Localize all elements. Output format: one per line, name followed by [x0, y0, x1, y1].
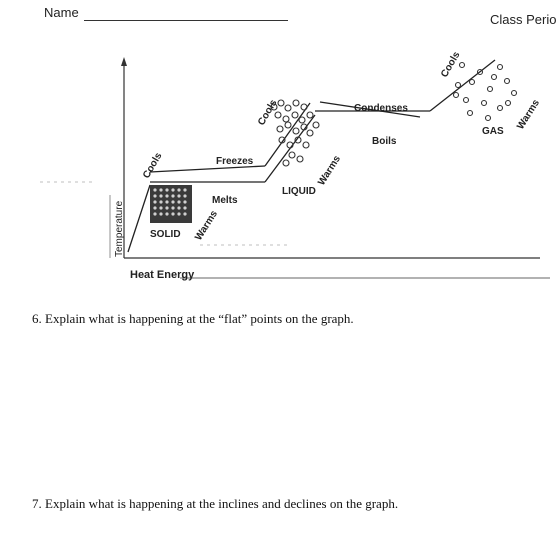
label-warms-1: Warms — [193, 208, 220, 242]
name-label: Name — [44, 5, 79, 20]
y-axis-label: Temperature — [114, 200, 125, 257]
phase-change-diagram: Temperature Heat Energy — [40, 50, 550, 281]
dashes — [40, 181, 290, 246]
state-label-gas: GAS — [482, 126, 504, 137]
gas-particles — [452, 61, 518, 122]
label-warms-2: Warms — [316, 153, 343, 187]
solid-lattice — [150, 185, 192, 223]
label-freezes: Freezes — [216, 156, 254, 167]
label-melts: Melts — [212, 195, 238, 206]
liquid-particles — [270, 99, 320, 167]
state-label-liquid: LIQUID — [282, 186, 316, 197]
axes — [109, 57, 550, 279]
label-warms-3: Warms — [515, 97, 542, 131]
x-axis-label: Heat Energy — [130, 269, 195, 281]
question-7: 7. Explain what is happening at the incl… — [32, 496, 399, 511]
class-period-label: Class Period — [490, 12, 556, 27]
heating-curve — [127, 59, 496, 253]
label-cools-1: Cools — [141, 151, 165, 181]
state-label-solid: SOLID — [150, 229, 181, 240]
question-6: 6. Explain what is happening at the “fla… — [32, 311, 354, 326]
label-boils: Boils — [372, 136, 397, 147]
label-condenses: Condenses — [354, 103, 408, 114]
name-line[interactable] — [84, 20, 288, 21]
